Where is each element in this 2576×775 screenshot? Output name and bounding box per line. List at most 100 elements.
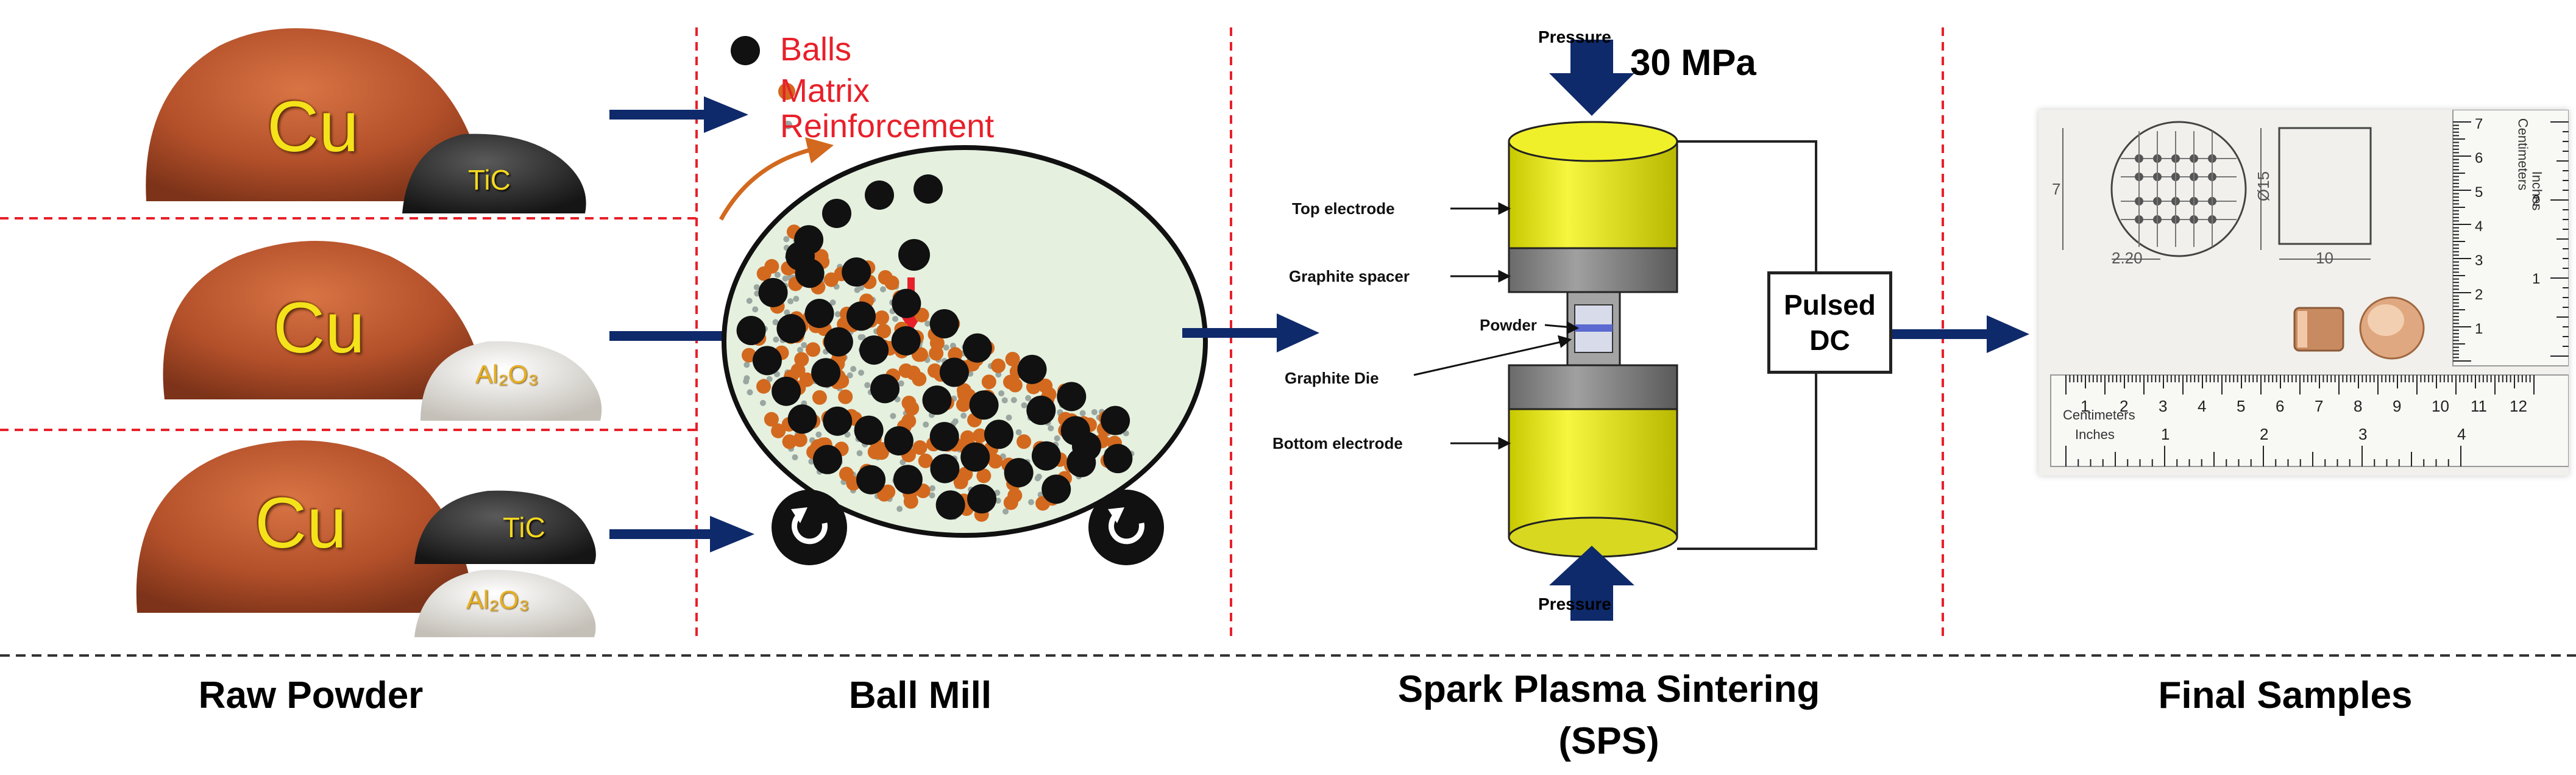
- reinforcement-particle: [746, 298, 753, 304]
- matrix-particle: [742, 348, 757, 363]
- legend-ball-marker: [731, 36, 760, 65]
- raw-to-mill-arrows: [609, 96, 777, 552]
- reinforcement-particle: [1015, 429, 1022, 435]
- hruler-cm-tick-label: 2: [2120, 397, 2129, 415]
- reinforcement-particle: [1025, 395, 1032, 401]
- hruler-cm-tick-label: 4: [2198, 397, 2207, 415]
- milling-ball: [776, 314, 806, 344]
- matrix-particle: [957, 387, 972, 402]
- hruler-cm-tick-label: 6: [2276, 397, 2285, 415]
- matrix-particle: [876, 323, 892, 338]
- reinforcement-particle: [773, 336, 779, 343]
- raw-powder-piles: [136, 28, 602, 637]
- reinforcement-particle: [784, 309, 790, 316]
- dim-15-label: Ø15: [2254, 171, 2273, 202]
- matrix-particle: [764, 412, 779, 427]
- vruler-cm-tick-label: 5: [2475, 184, 2483, 201]
- milling-ball: [1072, 432, 1101, 461]
- hruler-cm-tick-label: 12: [2510, 397, 2527, 415]
- milling-ball: [1041, 474, 1071, 504]
- milling-ball: [804, 299, 834, 329]
- milling-ball: [893, 465, 923, 495]
- reinforcement-particle: [815, 431, 822, 438]
- milling-ball: [929, 421, 959, 451]
- matrix-particle: [918, 453, 933, 468]
- milling-ball: [929, 309, 959, 338]
- reinforcement-particle: [797, 346, 803, 353]
- milling-ball: [891, 326, 921, 355]
- ruler-cm-label: Centimeters: [2063, 407, 2135, 423]
- caption-final-samples: Final Samples: [2158, 674, 2413, 716]
- matrix-particle: [812, 390, 827, 405]
- milling-ball: [846, 301, 876, 331]
- reinforcement-particle: [995, 498, 1001, 504]
- reinforcement-particle: [743, 378, 750, 385]
- vruler-cm-tick-label: 1: [2475, 321, 2483, 337]
- hruler-in-tick-label: 3: [2358, 425, 2368, 443]
- matrix-particle: [981, 374, 996, 390]
- caption-sps-line2: (SPS): [1558, 720, 1659, 762]
- legend-reinforcement-label: Reinforcement: [780, 108, 995, 145]
- hruler-cm-tick-label: 11: [2471, 397, 2487, 415]
- reinforcement-particle: [793, 296, 800, 302]
- milling-ball: [967, 484, 997, 514]
- sps-apparatus: [1413, 40, 1817, 621]
- matrix-particle: [771, 423, 786, 438]
- milling-ball: [939, 357, 969, 387]
- hruler-cm-tick-label: 10: [2432, 397, 2449, 415]
- final-samples-drawing: [2050, 110, 2569, 467]
- milling-ball: [842, 257, 871, 287]
- matrix-particle: [1017, 434, 1032, 449]
- sps-to-final-arrow: [1892, 315, 2029, 353]
- powder-label: Powder: [1480, 316, 1537, 334]
- milling-ball: [752, 346, 782, 376]
- milling-ball: [787, 404, 817, 434]
- graphite-die-label: Graphite Die: [1285, 369, 1379, 387]
- reinforcement-particle: [1034, 475, 1041, 482]
- milling-ball: [1026, 395, 1056, 425]
- reinforcement-particle: [787, 298, 794, 305]
- vruler-cm-label: Centimeters: [2515, 118, 2531, 191]
- milling-ball: [969, 390, 999, 420]
- powder-2-al2o3-label: Al₂O₃: [475, 360, 539, 388]
- reinforcement-particle: [1028, 499, 1035, 505]
- milling-ball: [930, 454, 960, 484]
- matrix-particle: [953, 474, 968, 490]
- pressure-value-label: 30 MPa: [1630, 42, 1756, 83]
- reinforcement-particle: [858, 370, 865, 376]
- milling-ball: [892, 288, 921, 318]
- reinforcement-particle: [1048, 425, 1054, 432]
- hruler-cm-tick-label: 8: [2354, 397, 2363, 415]
- hruler-cm-tick-label: 1: [2081, 397, 2090, 415]
- reinforcement-particle: [857, 334, 864, 341]
- milling-ball: [962, 333, 992, 363]
- reinforcement-particle: [879, 286, 886, 293]
- ball-mill-graphic: [719, 36, 1208, 565]
- pulsed-dc-box: Pulsed DC: [1767, 271, 1892, 374]
- pulsed-dc-line1: Pulsed: [1784, 289, 1876, 321]
- reinforcement-particle: [752, 306, 759, 313]
- milling-ball: [736, 316, 766, 346]
- pressure-bottom-label: Pressure: [1538, 595, 1611, 613]
- matrix-particle: [790, 363, 806, 378]
- matrix-particle: [976, 468, 992, 484]
- hruler-in-tick-label: 4: [2457, 425, 2466, 443]
- vruler-cm-tick-label: 4: [2475, 218, 2483, 235]
- matrix-particle: [824, 272, 839, 287]
- milling-ball: [922, 385, 952, 415]
- matrix-particle: [990, 358, 1006, 373]
- reinforcement-particle: [1002, 508, 1009, 515]
- legend-balls-label: Balls: [780, 31, 852, 68]
- matrix-particle: [901, 395, 917, 410]
- caption-sps-line1: Spark Plasma Sintering: [1397, 668, 1820, 710]
- reinforcement-particle: [929, 485, 935, 491]
- milling-ball: [935, 490, 965, 520]
- reinforcement-particle: [960, 412, 967, 419]
- hruler-in-tick-label: 2: [2260, 425, 2269, 443]
- milling-ball: [1101, 405, 1130, 435]
- reinforcement-particle: [898, 380, 904, 387]
- matrix-particle: [973, 428, 988, 443]
- matrix-particle: [912, 440, 928, 455]
- matrix-particle: [913, 347, 928, 362]
